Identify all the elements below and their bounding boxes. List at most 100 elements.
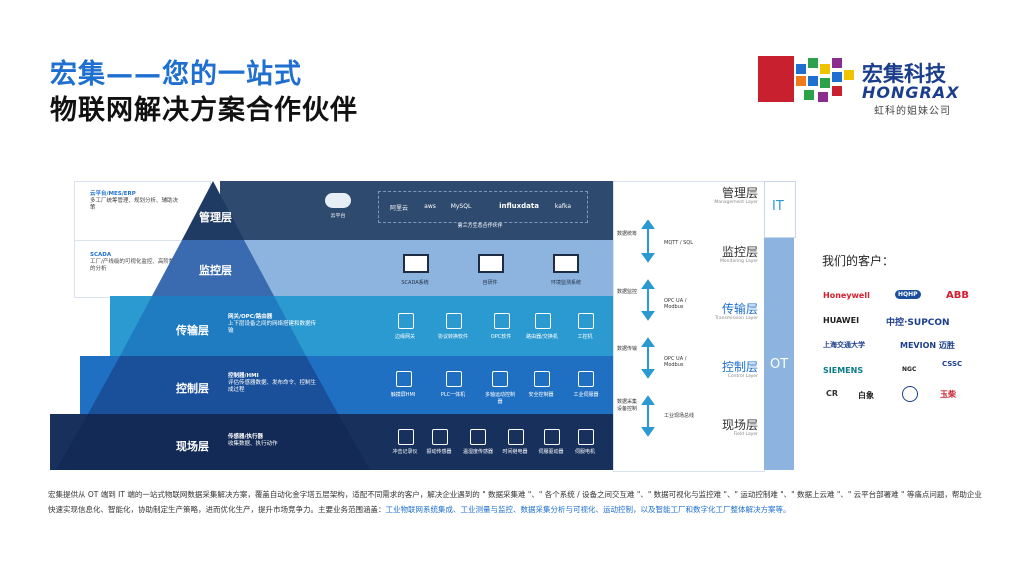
right-label-management: 管理层 bbox=[721, 186, 758, 200]
safety-controller-icon bbox=[534, 371, 550, 387]
motion-controller-icon bbox=[492, 371, 508, 387]
servo-icon bbox=[578, 371, 594, 387]
servo-driver-icon bbox=[544, 429, 560, 445]
footer-description: 宏集提供从 OT 端到 IT 端的一站式物联网数据采集解决方案，覆盖自动化金字塔… bbox=[48, 490, 982, 514]
customer-logo: ABB bbox=[946, 290, 969, 301]
customer-logo: NGC bbox=[902, 366, 917, 373]
customer-logo: 中控·SUPCON bbox=[886, 318, 950, 328]
layer4-item: 多轴运动控制器 bbox=[484, 392, 515, 405]
partner-item: 阿里云 bbox=[389, 205, 408, 212]
logo-cn: 宏集科技 bbox=[862, 62, 946, 86]
servo-motor-icon bbox=[578, 429, 594, 445]
customer-logo: CR bbox=[826, 389, 839, 398]
flow-label: 数据采集 设备控制 bbox=[617, 399, 638, 412]
layer2-item: SCADA系统 bbox=[401, 280, 429, 286]
right-label-transmission-en: Transmission Layer bbox=[714, 316, 758, 321]
customers-title: 我们的客户： bbox=[822, 254, 895, 268]
customer-logo: HQHP bbox=[895, 290, 921, 299]
customer-logo: CSSC bbox=[942, 360, 963, 368]
pyramid-layer-2 bbox=[152, 240, 274, 296]
logo-sub: 虹科的姐妹公司 bbox=[874, 106, 951, 117]
layer-note: 传感器/执行器收集数据、执行动作 bbox=[228, 434, 278, 447]
partner-caption: 第三方生态合作伙伴 bbox=[457, 223, 503, 229]
layer4-item: PLC一体机 bbox=[440, 392, 466, 398]
protocol-icon bbox=[446, 313, 462, 329]
ot-label: OT bbox=[770, 357, 789, 372]
logo-en: HONGRAX bbox=[862, 83, 960, 102]
it-bar bbox=[764, 181, 796, 238]
cloud-platform-icon bbox=[325, 193, 351, 208]
pyramid-layer-1 bbox=[182, 181, 244, 240]
plc-icon bbox=[446, 371, 462, 387]
layer3-item: 协议转换软件 bbox=[437, 334, 468, 340]
customer-logo: MEVION 迈胜 bbox=[900, 341, 955, 350]
band-management bbox=[220, 181, 613, 240]
pyramid-layer-5 bbox=[56, 414, 370, 470]
university-seal-icon bbox=[902, 386, 918, 402]
customer-logo: 玉柴 bbox=[940, 390, 956, 399]
layer3-item: 工控机 bbox=[577, 334, 593, 340]
pyramid-layer-4 bbox=[88, 356, 338, 414]
customer-logo: Honeywell bbox=[823, 291, 870, 300]
monitor-icon bbox=[553, 254, 579, 273]
shock-recorder-icon bbox=[398, 429, 414, 445]
right-label-monitoring-en: Monitoring Layer bbox=[719, 259, 758, 264]
partner-item: aws bbox=[424, 203, 436, 210]
right-label-field-en: Field Layer bbox=[733, 432, 758, 437]
monitor-icon bbox=[403, 254, 429, 273]
partner-item: kafka bbox=[554, 203, 572, 210]
layer3-item: OPC软件 bbox=[490, 334, 512, 340]
layer5-item: 伺服电机 bbox=[574, 449, 595, 455]
customer-logo: HUAWEI bbox=[823, 316, 860, 325]
right-label-transmission: 传输层 bbox=[721, 302, 758, 316]
partner-box bbox=[378, 191, 588, 223]
it-label: IT bbox=[772, 199, 784, 214]
layer1-item: 云平台 bbox=[330, 213, 346, 219]
ot-bar bbox=[764, 238, 794, 470]
gateway-icon bbox=[398, 313, 414, 329]
monitor-icon bbox=[478, 254, 504, 273]
humidity-sensor-icon bbox=[470, 429, 486, 445]
right-label-control-en: Control Layer bbox=[727, 374, 758, 379]
flow-label: 数据传输 bbox=[617, 346, 638, 352]
right-label-control: 控制层 bbox=[721, 360, 758, 374]
pyramid bbox=[56, 181, 370, 470]
layer2-item: 自研件 bbox=[482, 280, 498, 286]
hmi-icon bbox=[396, 371, 412, 387]
layer4-item: 触摸屏HMI bbox=[390, 392, 416, 398]
time-relay-icon bbox=[508, 429, 524, 445]
pyramid-label-management: 管理层 bbox=[199, 211, 232, 224]
page-title-line2: 物联网解决方案合作伙伴 bbox=[50, 95, 358, 126]
flow-proto: 工业现场总线 bbox=[664, 413, 695, 419]
right-label-field: 现场层 bbox=[721, 418, 758, 432]
flow-arrows bbox=[641, 220, 655, 437]
layer5-item: 振动传感器 bbox=[426, 449, 452, 455]
flow-label: 数据统筹 bbox=[617, 231, 638, 237]
flow-proto: OPC UA / Modbus bbox=[664, 298, 687, 310]
page-title-line1: 宏集——您的一站式 bbox=[50, 59, 302, 90]
layer4-item: 工业伺服器 bbox=[573, 392, 599, 398]
layer5-item: 伺服驱动器 bbox=[538, 449, 564, 455]
pyramid-label-monitoring: 监控层 bbox=[199, 264, 232, 277]
router-icon bbox=[535, 313, 551, 329]
pyramid-label-field: 现场层 bbox=[176, 440, 209, 453]
customer-logo: 上海交通大学 bbox=[823, 341, 865, 349]
flow-proto: OPC UA / Modbus bbox=[664, 356, 687, 368]
layer4-item: 安全控制器 bbox=[528, 392, 554, 398]
layer5-item: 冲击记录仪 bbox=[392, 449, 418, 455]
pyramid-layer-3 bbox=[120, 296, 306, 356]
partner-item: MySQL bbox=[450, 203, 472, 210]
layer5-item: 温湿度传感器 bbox=[462, 449, 493, 455]
layer5-item: 时间继电器 bbox=[502, 449, 528, 455]
layer-note: 网关/OPC/路由器上下层设备之间的网络搭建和数据传输 bbox=[228, 314, 317, 334]
pyramid-label-control: 控制层 bbox=[176, 382, 209, 395]
layer2-item: 环境监测系统 bbox=[550, 280, 581, 286]
layer3-item: 边缘网关 bbox=[394, 334, 415, 340]
hongrax-logo-icon bbox=[758, 56, 854, 102]
customer-logo: 白象 bbox=[858, 391, 874, 400]
right-label-management-en: Management Layer bbox=[714, 200, 758, 205]
ipc-icon bbox=[578, 313, 594, 329]
